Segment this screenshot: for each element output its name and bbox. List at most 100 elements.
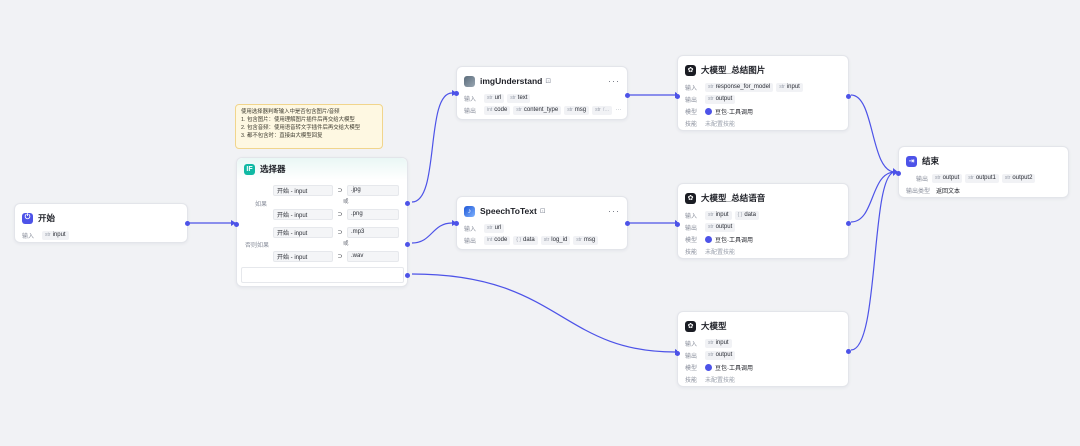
branch-icon: IF (244, 163, 255, 175)
condition-right[interactable]: .mp3 (347, 226, 399, 238)
output-handle[interactable] (846, 221, 851, 226)
output-handle[interactable] (625, 221, 630, 226)
input-handle[interactable] (896, 171, 901, 176)
output-mode-label: 输出类型 (906, 188, 931, 195)
end-icon: ⇥ (906, 155, 917, 167)
skill-value: 未配置技能 (705, 249, 736, 256)
condition-op: ⊃ (337, 253, 343, 260)
output-handle[interactable] (625, 93, 630, 98)
input-handle[interactable] (454, 91, 459, 96)
input-handle[interactable] (454, 221, 459, 226)
node-title: 大模型 (701, 321, 727, 331)
condition-right[interactable]: .wav (347, 250, 399, 262)
node-title: imgUnderstand (480, 76, 543, 86)
skill-value: 未配置技能 (705, 377, 736, 384)
note-line: 使用选择器判断输入中是否包含图片/音频 (241, 109, 340, 115)
skill-value: 未配置技能 (705, 121, 736, 128)
input-label: 输入 (685, 213, 698, 220)
condition-left[interactable]: 开始 - input (273, 208, 333, 220)
skill-label: 技能 (685, 249, 698, 256)
output-handle[interactable] (846, 94, 851, 99)
condition-right[interactable]: .jpg (347, 184, 399, 196)
model-name: 豆包·工具调用 (715, 365, 753, 372)
more-params-icon[interactable]: ··· (615, 107, 622, 113)
output-mode-value: 返回文本 (936, 188, 961, 195)
llm-icon: ✿ (685, 64, 696, 76)
node-title: 结束 (922, 156, 940, 166)
condition-op: ⊃ (337, 229, 343, 236)
output-label: 输出 (685, 225, 698, 232)
model-name: 豆包·工具调用 (715, 237, 753, 244)
note-line: 3. 都不包含时：直接由大模型回复 (241, 133, 323, 139)
model-name: 豆包·工具调用 (715, 109, 753, 116)
output-handle[interactable] (846, 349, 851, 354)
model-logo-icon (705, 107, 712, 115)
edge-llmaudio-end (850, 171, 896, 223)
input-handle[interactable] (675, 222, 680, 227)
else-output-handle[interactable] (405, 273, 410, 278)
if-output-handle[interactable] (405, 201, 410, 206)
condition-left[interactable]: 开始 - input (273, 184, 333, 196)
node-title: SpeechToText (480, 206, 537, 216)
input-handle[interactable] (675, 94, 680, 99)
edge-llmimg-end (850, 94, 896, 173)
more-icon[interactable]: ··· (608, 206, 620, 216)
node-title: 大模型_总结图片 (701, 65, 766, 75)
model-label: 模型 (685, 237, 698, 244)
output-label: 输出 (915, 176, 928, 183)
workflow-note[interactable]: 使用选择器判断输入中是否包含图片/音频 1. 包含图片：使用理解图片插件后再交给… (235, 104, 383, 149)
edge-llm-end (850, 171, 896, 351)
selector-node[interactable]: IF 选择器 如果 开始 - input ⊃ .jpg 或 开始 - input… (234, 157, 410, 287)
input-handle[interactable] (675, 351, 680, 356)
node-title: 选择器 (260, 164, 286, 174)
if-label: 如果 (255, 202, 268, 208)
condition-right[interactable]: .png (347, 208, 399, 220)
speech-plugin-icon: ♪ (464, 205, 475, 217)
note-line: 1. 包含图片：使用理解图片插件后再交给大模型 (241, 117, 355, 123)
or-label: 或 (343, 199, 349, 205)
condition-left[interactable]: 开始 - input (273, 250, 333, 262)
input-label: 输入 (464, 96, 477, 103)
condition-op: ⊃ (337, 211, 343, 218)
condition-left[interactable]: 开始 - input (273, 226, 333, 238)
model-logo-icon (705, 235, 712, 243)
model-label: 模型 (685, 365, 698, 372)
input-label: 输入 (22, 233, 35, 240)
skill-label: 技能 (685, 121, 698, 128)
llm-icon: ✿ (685, 192, 696, 204)
param-chip: { }data (734, 210, 759, 220)
note-line: 2. 包含音频：使用语音转文字插件后再交给大模型 (241, 125, 361, 131)
skill-label: 技能 (685, 377, 698, 384)
edge-elseif-speech (411, 222, 453, 244)
more-icon[interactable]: ··· (608, 76, 620, 86)
output-label: 输出 (685, 353, 698, 360)
input-handle[interactable] (234, 222, 239, 227)
elseif-label: 否则如果 (245, 243, 270, 249)
output-handle[interactable] (185, 221, 190, 226)
input-label: 输入 (464, 226, 477, 233)
edge-else-llm (411, 273, 676, 353)
elseif-output-handle[interactable] (405, 242, 410, 247)
